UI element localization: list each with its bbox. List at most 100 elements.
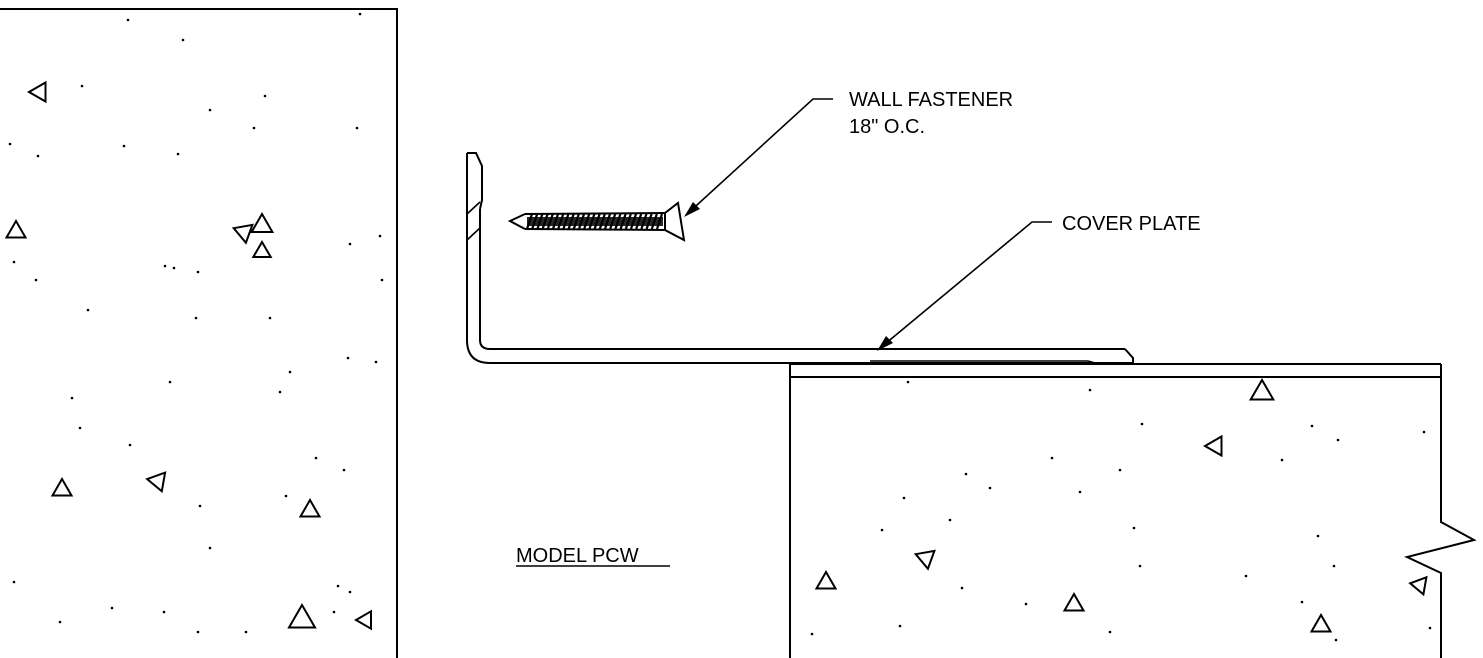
aggregate-dot [86, 308, 90, 312]
wall-fastener-leader [684, 98, 833, 217]
cover-plate-leader [877, 221, 1052, 351]
wall-fastener-arrowhead [684, 202, 700, 217]
aggregate-dot [898, 624, 902, 628]
cover-plate-arrowhead [877, 336, 893, 351]
aggregate-triangle [298, 497, 322, 518]
aggregate-dot [128, 443, 132, 447]
wall-fastener-label-line1: WALL FASTENER [849, 89, 1013, 111]
aggregate-dot [110, 606, 114, 610]
aggregate-dot [1050, 456, 1054, 460]
aggregate-dot [1244, 574, 1248, 578]
aggregate-dot [1310, 424, 1314, 428]
aggregate-dot [162, 610, 166, 614]
aggregate-dot [1024, 602, 1028, 606]
screw-shank-bottom [524, 228, 666, 231]
aggregate-dot [988, 486, 992, 490]
aggregate-dot [1334, 638, 1338, 642]
aggregate-triangle [145, 471, 167, 494]
aggregate-dot [810, 632, 814, 636]
aggregate-dot [208, 546, 212, 550]
aggregate-dot [278, 390, 282, 394]
slab-break-line [1404, 364, 1477, 658]
aggregate-dot [342, 468, 346, 472]
aggregate-dot [263, 94, 267, 98]
aggregate-dot [348, 590, 352, 594]
aggregate-dot [1140, 422, 1144, 426]
aggregate-dot [208, 108, 212, 112]
aggregate-dot [122, 144, 126, 148]
aggregate-dot [194, 316, 198, 320]
right-concrete-slab [789, 363, 1477, 658]
aggregate-triangle [287, 603, 317, 629]
left-wall-aggregate [4, 12, 384, 634]
aggregate-dot [284, 494, 288, 498]
aggregate-dot [948, 518, 952, 522]
aggregate-dot [58, 620, 62, 624]
aggregate-dot [252, 126, 256, 130]
aggregate-dot [163, 264, 167, 268]
aggregate-dot [12, 260, 16, 264]
aggregate-dot [181, 38, 185, 42]
aggregate-triangle [50, 476, 74, 497]
cover-plate-top-tip [467, 152, 483, 210]
aggregate-dot [12, 580, 16, 584]
aggregate-dot [196, 630, 200, 634]
model-label: MODEL PCW [516, 545, 639, 567]
aggregate-dot [336, 584, 340, 588]
aggregate-dot [1422, 430, 1426, 434]
aggregate-dot [380, 278, 384, 282]
aggregate-dot [268, 316, 272, 320]
aggregate-dot [314, 456, 318, 460]
cover-plate-label: COVER PLATE [1062, 213, 1201, 235]
fastener-hole-mark-bottom [466, 227, 481, 241]
aggregate-triangle [814, 569, 838, 590]
aggregate-dot [374, 360, 378, 364]
aggregate-dot [1280, 458, 1284, 462]
aggregate-triangle [4, 218, 28, 239]
aggregate-dot [1332, 564, 1336, 568]
right-slab-aggregate [810, 378, 1432, 642]
screw-core [527, 217, 663, 226]
aggregate-dot [70, 396, 74, 400]
aggregate-dot [1300, 600, 1304, 604]
aggregate-dot [906, 380, 910, 384]
aggregate-triangle [231, 223, 254, 245]
aggregate-dot [964, 472, 968, 476]
wall-fastener-label-line2: 18" O.C. [849, 116, 925, 138]
aggregate-dot [34, 278, 38, 282]
left-wall-outline [0, 8, 398, 658]
aggregate-dot [1428, 626, 1432, 630]
aggregate-triangle [249, 212, 275, 233]
aggregate-dot [880, 528, 884, 532]
cover-plate-outer-edge [466, 153, 1134, 364]
aggregate-triangle [26, 80, 47, 104]
aggregate-dot [1108, 630, 1112, 634]
aggregate-dot [378, 234, 382, 238]
model-label-group: MODEL PCW [516, 545, 670, 567]
aggregate-dot [348, 242, 352, 246]
aggregate-dot [1316, 534, 1320, 538]
aggregate-dot [198, 504, 202, 508]
fastener-hole-mark-top [466, 201, 481, 215]
screw-threads [525, 213, 664, 230]
aggregate-dot [36, 154, 40, 158]
aggregate-dot [244, 630, 248, 634]
aggregate-triangle [1248, 378, 1276, 401]
cover-plate-leader-line [878, 221, 1052, 350]
cover-plate-inner-edge [479, 209, 1125, 350]
aggregate-dot [902, 496, 906, 500]
left-concrete-wall [0, 8, 398, 658]
aggregate-dot [358, 12, 362, 16]
screw-shank-top [524, 212, 666, 215]
aggregate-dot [196, 270, 200, 274]
aggregate-dot [332, 610, 336, 614]
aggregate-dot [355, 126, 359, 130]
wall-fastener-leader-line [685, 98, 833, 216]
wall-fastener-screw [507, 201, 686, 242]
gasket-strip-end [1087, 360, 1096, 364]
aggregate-dot [1138, 564, 1142, 568]
aggregate-triangle [1309, 612, 1333, 633]
aggregate-dot [346, 356, 350, 360]
aggregate-triangle [1408, 575, 1428, 597]
screw-head [664, 201, 686, 242]
